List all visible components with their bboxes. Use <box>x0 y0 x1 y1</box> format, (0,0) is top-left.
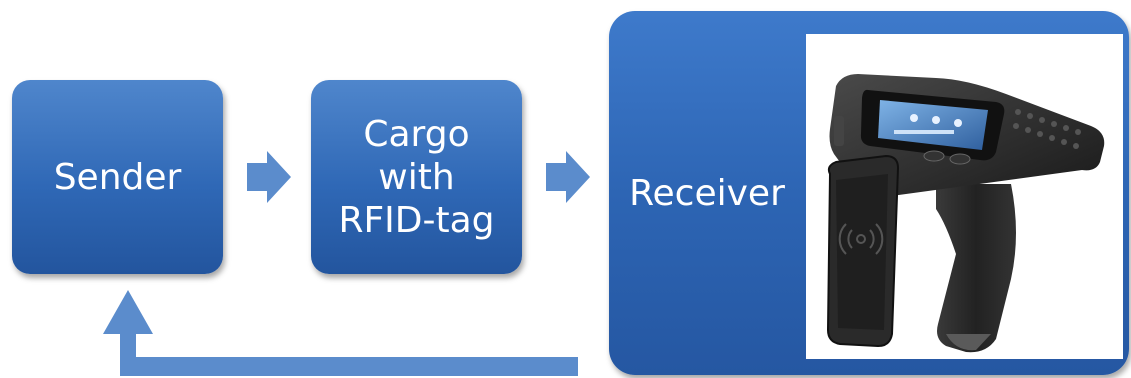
cargo-label: Cargo with RFID-tag <box>338 113 494 242</box>
cargo-label-line: RFID-tag <box>338 199 495 241</box>
arrow-cargo-to-receiver <box>546 151 590 203</box>
cargo-label-line: Cargo <box>363 113 470 155</box>
cargo-node: Cargo with RFID-tag <box>311 80 522 274</box>
device-image-panel <box>806 34 1123 359</box>
cargo-label-line: with <box>378 156 455 198</box>
sender-label: Sender <box>53 156 182 198</box>
sender-node: Sender <box>12 80 223 274</box>
return-arrow-receiver-to-sender <box>103 290 578 376</box>
arrow-sender-to-cargo <box>247 151 291 203</box>
handheld-rfid-reader-icon <box>826 74 1105 353</box>
receiver-label: Receiver <box>629 172 785 214</box>
receiver-node: Receiver <box>609 11 1129 375</box>
